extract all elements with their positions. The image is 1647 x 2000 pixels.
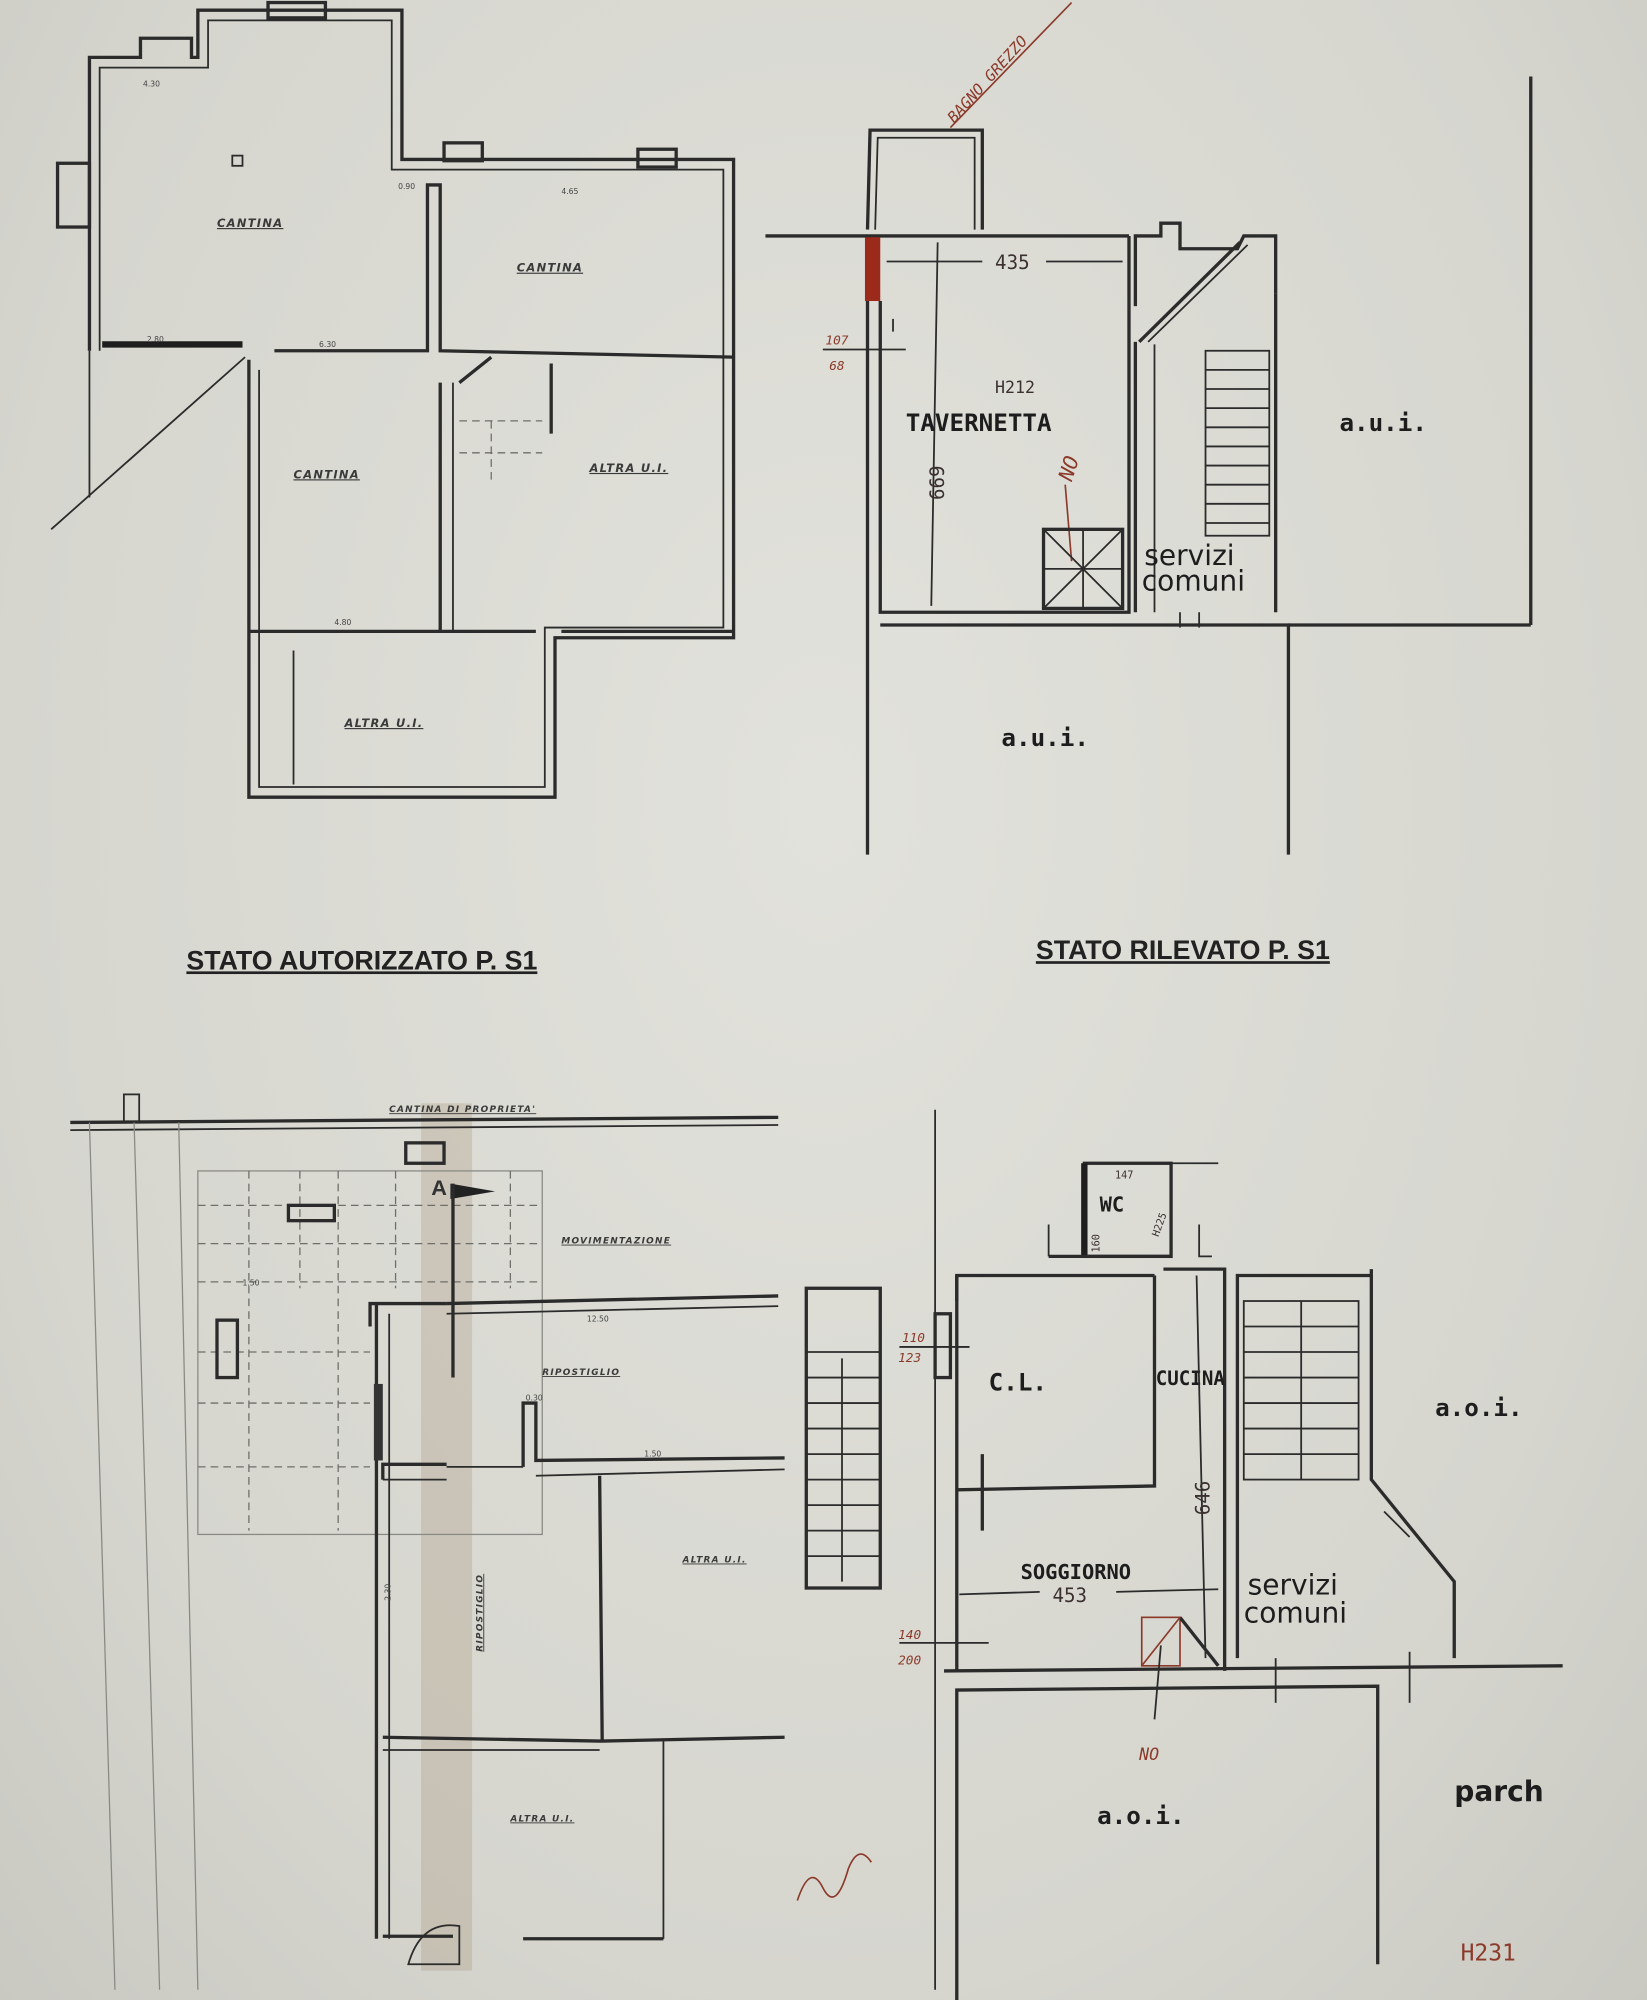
stair-icon: [1204, 349, 1271, 537]
room-label: CANTINA: [217, 216, 283, 230]
room-label: ALTRA U.I.: [509, 1814, 574, 1824]
room-living: SOGGIORNO: [1021, 1560, 1132, 1584]
window2-top: 140: [898, 1628, 921, 1643]
no-mark: NO: [1138, 1745, 1159, 1764]
height-note: H231: [1461, 1940, 1516, 1966]
room-label: CANTINA: [294, 467, 360, 481]
bathroom-annotation: BAGNO GREZZO: [944, 32, 1031, 126]
wc-width: 147: [1115, 1171, 1133, 1182]
door-swing: [407, 1924, 461, 1966]
stain: [421, 1103, 473, 1971]
stair-icon: [1242, 1300, 1360, 1481]
dimension: 4.30: [143, 80, 160, 89]
room-label: CANTINA: [517, 261, 583, 275]
dimension: 2.80: [147, 335, 164, 344]
window1-top: 110: [902, 1331, 925, 1346]
dimension: 1.50: [644, 1450, 661, 1459]
window-symbol: [933, 1312, 953, 1380]
hatched-area: [197, 1170, 543, 1536]
dimension: 2.30: [383, 1584, 392, 1601]
window-symbol: [55, 161, 92, 229]
plan-surveyed-bottom: WC 147 H225 160 C.L. CUCINA 110 123 646 …: [898, 1109, 1563, 2000]
other-unit-label: a.o.i.: [1435, 1394, 1522, 1422]
room-label: RIPOSTIGLIO: [542, 1368, 620, 1378]
width-dimension: 453: [1052, 1584, 1087, 1607]
dimension: 4.80: [334, 618, 351, 627]
room-cl: C.L.: [989, 1368, 1047, 1396]
dimension: 12.50: [587, 1314, 609, 1323]
common-services-label: servizi: [1248, 1568, 1338, 1601]
room-kitchen: CUCINA: [1156, 1367, 1226, 1390]
window2-bottom: 200: [898, 1654, 921, 1669]
annotation-leader: [949, 1, 1073, 129]
length-dimension: 646: [1191, 1481, 1214, 1516]
window1-bottom: 123: [898, 1351, 921, 1366]
pillar: [231, 154, 244, 167]
wc-height: H225: [1151, 1211, 1170, 1238]
room-label: ALTRA U.I.: [344, 716, 424, 730]
room-label: RIPOSTIGLIO: [475, 1574, 485, 1652]
signature: [796, 1853, 873, 1901]
common-services-label: comuni: [1244, 1596, 1347, 1629]
dimension: 4.65: [561, 187, 578, 196]
red-wall-segment: [864, 237, 881, 302]
common-services-label: comuni: [1142, 565, 1245, 598]
stair-icon: [804, 1286, 882, 1590]
window-dim-top: 107: [825, 333, 848, 348]
room-label: ALTRA U.I.: [682, 1556, 747, 1566]
room-label: ALTRA U.I.: [588, 461, 668, 475]
raw-bathroom-wall: [865, 128, 984, 230]
outer-wall: [87, 8, 736, 799]
window-symbol: [266, 0, 328, 20]
window-dim-bottom: 68: [829, 359, 845, 374]
plan-authorized-bottom: CANTINA DI PROPRIETA' A MOVIMENTAZIONE 1…: [70, 1093, 882, 1990]
section-line: [50, 356, 246, 531]
common-services-label: servizi: [1144, 539, 1234, 572]
section-marker: A: [431, 1175, 447, 1200]
length-dimension: 669: [926, 465, 949, 500]
no-mark: NO: [1053, 453, 1084, 485]
dimension: 1.50: [243, 1279, 260, 1288]
window-symbol: [636, 147, 678, 169]
plan-authorized-top: CANTINA CANTINA CANTINA ALTRA U.I. ALTRA…: [50, 0, 736, 799]
height-label: H212: [995, 378, 1035, 397]
other-unit-label: a.u.i.: [1001, 724, 1088, 752]
other-unit-label: a.u.i.: [1339, 409, 1427, 437]
boundary-label: CANTINA DI PROPRIETA': [389, 1105, 536, 1115]
spiral-stair-icon: [1140, 1616, 1220, 1667]
dimension: 6.30: [319, 340, 336, 349]
plan-surveyed-top: BAGNO GREZZO 435 669 107 68 H212 TAVERNE…: [765, 1, 1533, 855]
window-symbol: [442, 141, 484, 163]
room-label: MOVIMENTAZIONE: [561, 1237, 671, 1247]
room-wc: WC: [1100, 1193, 1125, 1217]
width-dimension: 435: [995, 251, 1030, 274]
title-authorized: STATO AUTORIZZATO P. S1: [186, 945, 537, 975]
room-tavernetta: TAVERNETTA: [906, 409, 1052, 437]
section-arrow-icon: [450, 1183, 496, 1199]
door-swing: [1138, 241, 1242, 344]
spiral-stair-icon: [1041, 527, 1125, 611]
other-unit-label: a.o.i.: [1097, 1802, 1185, 1830]
wc-side: 160: [1092, 1234, 1103, 1252]
dimension: 0.30: [526, 1394, 543, 1403]
parking-label: parch: [1454, 1775, 1543, 1808]
title-surveyed: STATO RILEVATO P. S1: [1036, 935, 1330, 965]
dimension: 0.90: [398, 182, 415, 191]
